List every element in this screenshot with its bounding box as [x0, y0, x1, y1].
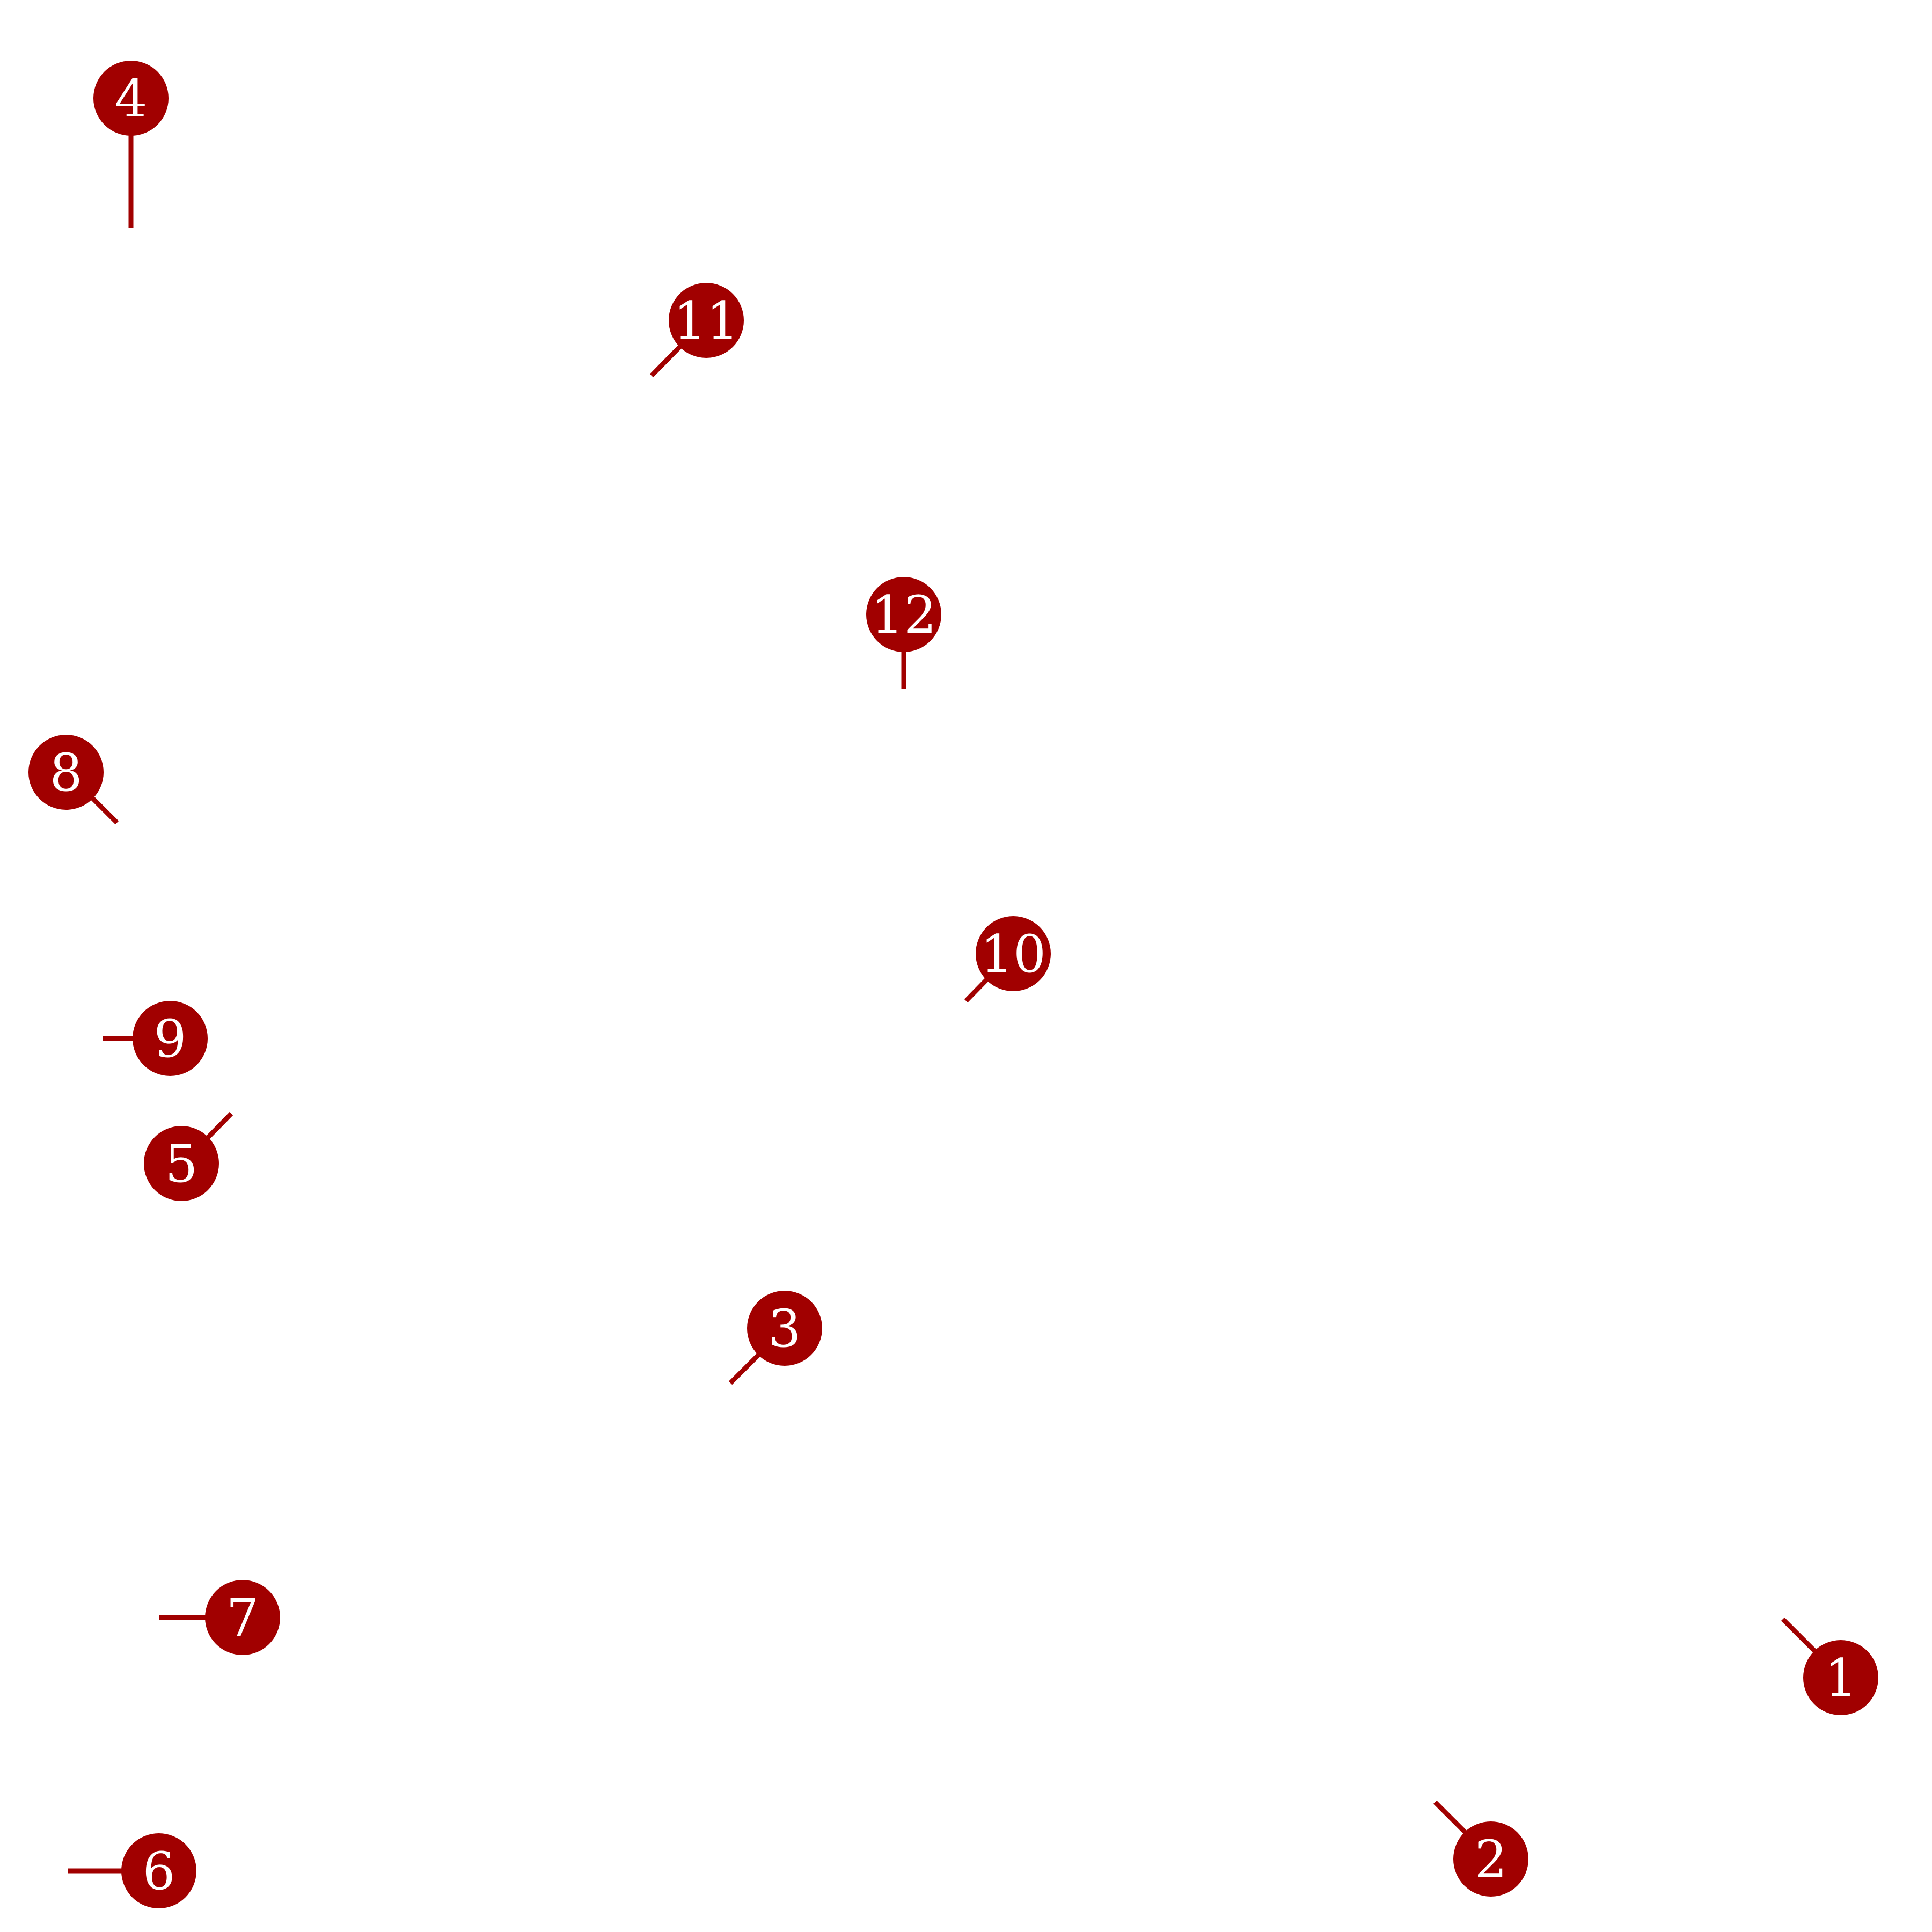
marker-5[interactable]: 5: [144, 1111, 233, 1201]
marker-label: 11: [674, 291, 739, 351]
marker-label: 5: [165, 1134, 197, 1194]
marker-label: 7: [226, 1588, 259, 1648]
marker-label: 4: [114, 69, 147, 129]
marker-9[interactable]: 9: [103, 1001, 208, 1076]
marker-11[interactable]: 11: [649, 283, 744, 378]
marker-3[interactable]: 3: [728, 1291, 822, 1385]
marker-8[interactable]: 8: [28, 735, 119, 825]
marker-label: 6: [142, 1841, 175, 1901]
marker-label: 12: [871, 585, 936, 645]
marker-label: 3: [768, 1299, 801, 1359]
marker-1[interactable]: 1: [1781, 1617, 1878, 1715]
marker-label: 2: [1474, 1829, 1507, 1890]
marker-label: 9: [153, 1009, 186, 1069]
marker-label: 10: [980, 924, 1046, 984]
marker-label: 1: [1824, 1648, 1857, 1708]
marker-label: 8: [49, 743, 82, 803]
marker-10[interactable]: 10: [964, 916, 1051, 1003]
marker-2[interactable]: 2: [1433, 1800, 1528, 1897]
marker-4[interactable]: 4: [93, 61, 169, 228]
marker-6[interactable]: 6: [68, 1833, 196, 1908]
marker-12[interactable]: 12: [866, 577, 941, 689]
marker-7[interactable]: 7: [159, 1580, 280, 1655]
